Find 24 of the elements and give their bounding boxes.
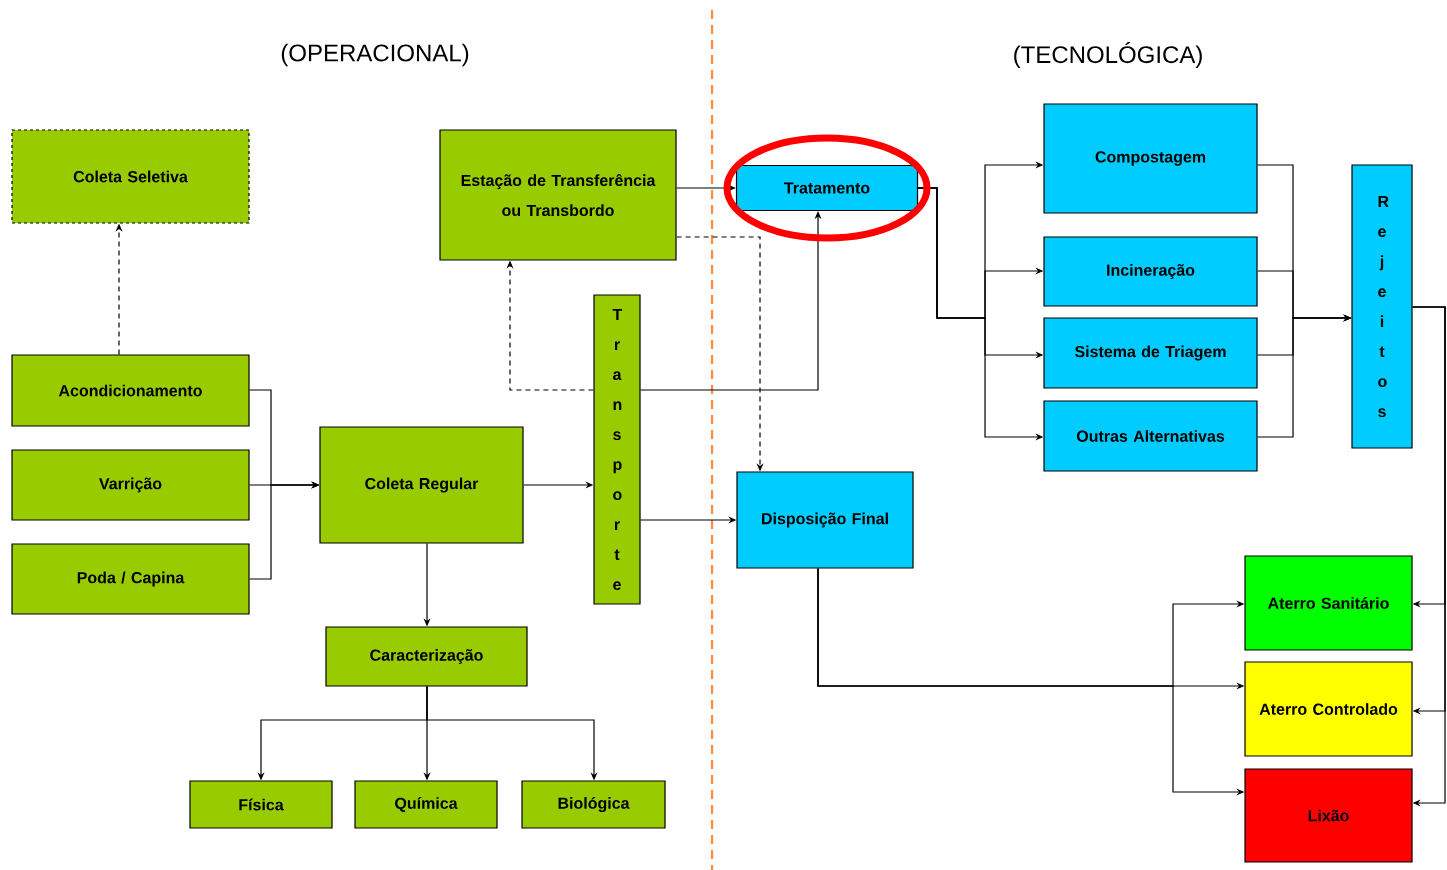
process-box: Biológica [521,780,666,829]
process-box: Acondicionamento [11,354,250,427]
process-box: Física [189,780,333,829]
process-box: Coleta Regular [319,426,524,544]
process-box: Aterro Sanitário [1244,555,1413,651]
process-box: Lixão [1244,768,1413,863]
process-box: Sistema de Triagem [1043,317,1258,389]
process-box: Poda / Capina [11,543,250,615]
process-box: Tratamento [735,164,919,212]
process-box: Estação de Transferência ou Transbordo [439,129,677,261]
process-box: Incineração [1043,236,1258,307]
process-box: Transporte [593,294,641,605]
process-box: Rejeitos [1351,164,1413,449]
process-box: Coleta Seletiva [11,129,250,224]
process-box: Compostagem [1043,103,1258,214]
process-box: Química [354,780,498,829]
arrow [1412,306,1446,807]
section-heading: (OPERACIONAL) [281,43,469,67]
process-box: Varrição [11,449,250,521]
process-box: Disposição Final [736,471,914,569]
process-box: Aterro Controlado [1244,661,1413,757]
section-heading: (TECNOLÓGICA) [1014,42,1202,68]
process-box: Outras Alternativas [1043,400,1258,472]
process-box: Caracterização [325,626,528,687]
